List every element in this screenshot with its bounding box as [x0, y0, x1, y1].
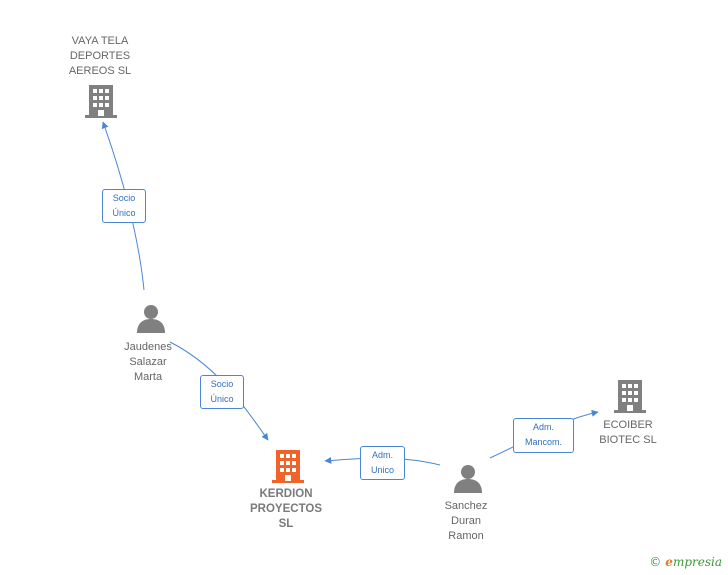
edge-label-adm-unico[interactable]: Adm. Unico: [360, 446, 405, 480]
brand-watermark: ©empresia: [649, 555, 722, 569]
copyright-symbol: ©: [649, 555, 662, 569]
edge-label-socio-unico-kerdion[interactable]: Socio Único: [200, 375, 244, 409]
brand-name: mpresia: [672, 555, 722, 569]
edge-label-socio-unico-vaya[interactable]: Socio Único: [102, 189, 146, 223]
building-icon[interactable]: [85, 83, 117, 119]
person-icon[interactable]: [136, 303, 166, 333]
company-label-vaya-tela[interactable]: VAYA TELA DEPORTES AEREOS SL: [68, 35, 132, 77]
person-label-jaudenes[interactable]: Jaudenes Salazar Marta: [124, 341, 172, 383]
building-icon[interactable]: [272, 448, 304, 484]
brand-initial: e: [665, 555, 673, 569]
company-label-kerdion[interactable]: KERDION PROYECTOS SL: [250, 488, 322, 530]
edge-label-adm-mancom[interactable]: Adm. Mancom.: [513, 418, 574, 453]
person-label-sanchez[interactable]: Sanchez Duran Ramon: [444, 500, 488, 542]
company-label-ecoiber[interactable]: ECOIBER BIOTEC SL: [599, 419, 657, 446]
building-icon[interactable]: [614, 378, 646, 414]
person-icon[interactable]: [453, 463, 483, 493]
